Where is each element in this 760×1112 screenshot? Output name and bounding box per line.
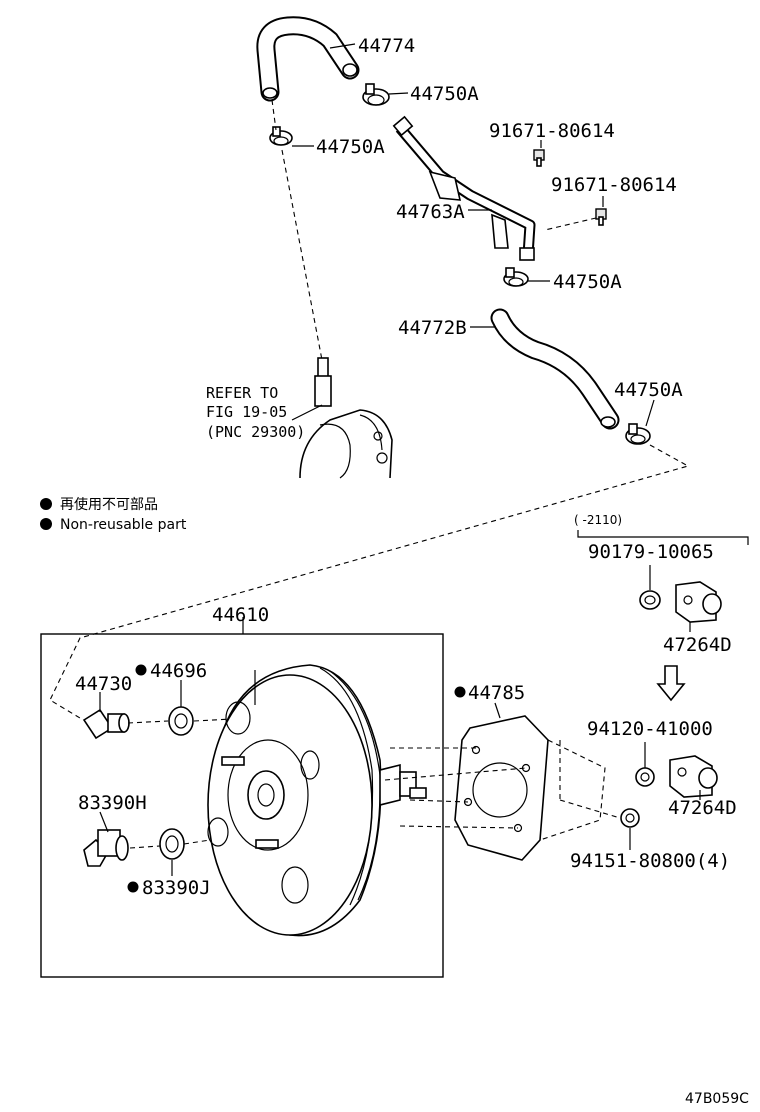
hose-clip-44750a-mid: [269, 126, 293, 146]
nut-94151-80800: [620, 808, 640, 828]
nonreusable-dot-44696: [135, 664, 147, 676]
label-44785: 44785: [468, 682, 525, 704]
bolt-91671-80614-lower: [595, 208, 607, 226]
label-44750a-top: 44750A: [410, 83, 479, 105]
legend-dot-jp: [40, 498, 52, 510]
gasket-44785: [454, 715, 549, 861]
check-valve-44730: [82, 708, 130, 740]
bracket-47264d-upper: [675, 581, 722, 623]
vacuum-pipe-44763a: [392, 115, 536, 261]
hose-clip-44750a-top: [362, 83, 390, 106]
label-44774: 44774: [358, 35, 415, 57]
refer-line-3: (PNC 29300): [206, 423, 305, 441]
label-44750a-pipe: 44750A: [553, 271, 622, 293]
grommet-83390j: [159, 828, 185, 860]
bolt-91671-80614-upper: [533, 149, 545, 167]
label-44750a-mid: 44750A: [316, 136, 385, 158]
label-44750a-lower: 44750A: [614, 379, 683, 401]
down-arrow-icon: [656, 665, 686, 702]
bracket-47264d-lower: [669, 755, 718, 798]
engine-vacuum-port: [299, 357, 393, 479]
label-44610: 44610: [212, 604, 269, 626]
label-44772b: 44772B: [398, 317, 467, 339]
nonreusable-dot-83390j: [127, 881, 139, 893]
refer-line-1: REFER TO: [206, 384, 278, 402]
grommet-44696: [168, 706, 194, 736]
label-94151-80800: 94151-80800(4): [570, 850, 730, 872]
booster-assembly-box: [40, 633, 444, 978]
hose-clip-44750a-lower: [625, 423, 651, 445]
nut-94120-41000: [635, 767, 655, 787]
label-44763a: 44763A: [396, 201, 465, 223]
label-47264d-upper: 47264D: [663, 634, 732, 656]
nonreusable-dot-44785: [454, 686, 466, 698]
plug-83390h: [83, 829, 129, 867]
vacuum-hose-44772b: [490, 308, 620, 430]
label-90179-10065: 90179-10065: [588, 541, 714, 563]
refer-line-2: FIG 19-05: [206, 403, 287, 421]
nut-90179-10065: [639, 590, 661, 610]
label-83390h: 83390H: [78, 792, 147, 814]
label-44730: 44730: [75, 673, 132, 695]
label-91671-80614-lower: 91671-80614: [551, 174, 677, 196]
vacuum-hose-44774: [256, 16, 360, 102]
legend-dot-en: [40, 518, 52, 530]
legend-japanese: 再使用不可部品: [60, 496, 158, 513]
label-91671-80614-upper: 91671-80614: [489, 120, 615, 142]
figure-id: 47B059C: [685, 1091, 749, 1107]
legend-english: Non-reusable part: [60, 517, 187, 533]
label-94120-41000: 94120-41000: [587, 718, 713, 740]
range-note: ( -2110): [574, 513, 622, 527]
brake-booster-44610: [207, 664, 427, 937]
label-44696: 44696: [150, 660, 207, 682]
label-83390j: 83390J: [142, 877, 211, 899]
hose-clip-44750a-pipe: [503, 267, 529, 287]
label-47264d-lower: 47264D: [668, 797, 737, 819]
